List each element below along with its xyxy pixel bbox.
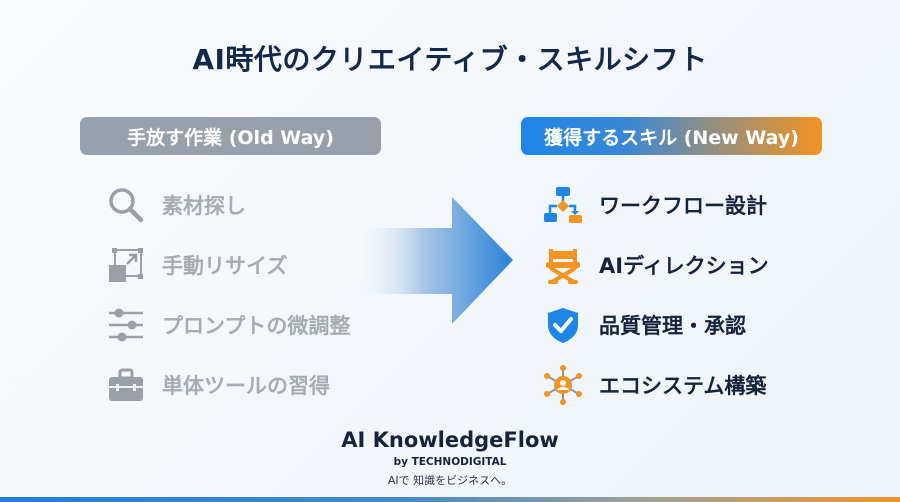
workflow-icon	[543, 185, 583, 225]
list-item: 単体ツールの習得	[106, 355, 350, 415]
item-label: AIディレクション	[599, 254, 769, 278]
old-way-badge: 手放す作業 (Old Way)	[80, 117, 381, 155]
search-icon	[106, 185, 146, 225]
list-item: プロンプトの微調整	[106, 295, 350, 355]
page-title: AI時代のクリエイティブ・スキルシフト	[192, 43, 708, 76]
list-item: ワークフロー設計	[543, 175, 769, 235]
item-label: 素材探し	[162, 194, 246, 218]
list-item: エコシステム構築	[543, 355, 769, 415]
arrow-right-icon	[350, 197, 513, 324]
brand-byline: by TECHNODIGITAL	[393, 456, 507, 468]
item-label: プロンプトの微調整	[162, 314, 351, 338]
toolbox-icon	[106, 365, 146, 405]
list-item: AIディレクション	[543, 235, 769, 295]
item-label: ワークフロー設計	[599, 194, 767, 218]
brand-tagline: AIで 知識をビジネスへ。	[387, 474, 513, 487]
list-item: 品質管理・承認	[543, 295, 769, 355]
shield-check-icon	[543, 305, 583, 345]
bottom-gradient-bar	[0, 497, 900, 502]
director-chair-icon	[543, 245, 583, 285]
resize-icon	[106, 245, 146, 285]
item-label: 品質管理・承認	[599, 314, 746, 338]
list-item: 手動リサイズ	[106, 235, 350, 295]
old-way-list: 素材探し 手動リサイズ プロンプトの微調整 単体ツールの習得	[106, 175, 350, 415]
new-way-list: ワークフロー設計 AIディレクション 品質管理・承認 エコシステム構築	[543, 175, 769, 415]
item-label: エコシステム構築	[599, 374, 767, 398]
sliders-icon	[106, 305, 146, 345]
brand-name: AI KnowledgeFlow	[341, 428, 559, 452]
new-way-badge: 獲得するスキル (New Way)	[521, 117, 822, 155]
item-label: 単体ツールの習得	[162, 374, 330, 398]
item-label: 手動リサイズ	[162, 254, 288, 278]
list-item: 素材探し	[106, 175, 350, 235]
network-hub-icon	[543, 365, 583, 405]
